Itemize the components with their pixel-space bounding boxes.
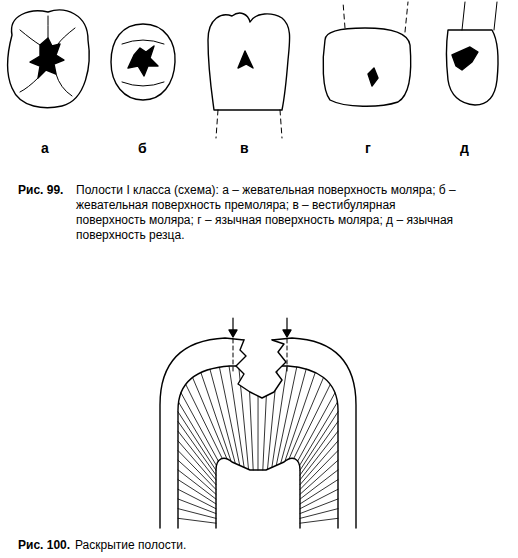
figure-letter: б bbox=[138, 140, 147, 156]
label-holder: д bbox=[460, 140, 469, 156]
label-holder: б bbox=[138, 140, 147, 156]
tubule-line bbox=[300, 460, 338, 494]
arrow-shaft bbox=[233, 318, 287, 334]
label-holder: в bbox=[240, 140, 249, 156]
tubule-line bbox=[294, 384, 331, 458]
tubule-line bbox=[300, 412, 338, 470]
tubule-line bbox=[300, 499, 338, 514]
tubule-line bbox=[179, 402, 217, 465]
tooth-section bbox=[160, 318, 356, 528]
tubule-line bbox=[178, 412, 216, 470]
tubule-line bbox=[178, 509, 216, 519]
label-holder: Полости I класса (схема): а – жевательна… bbox=[76, 183, 466, 243]
cavity bbox=[236, 340, 286, 398]
figure-number: Рис. 100. bbox=[18, 538, 70, 552]
molar-lingual bbox=[323, 2, 411, 106]
molar-vestibular bbox=[208, 13, 290, 138]
enamel-outline bbox=[160, 338, 356, 528]
label-holder: Рис. 99. bbox=[18, 183, 63, 197]
pulp-chamber bbox=[216, 458, 300, 528]
incisor-lingual bbox=[447, 2, 499, 105]
figure-letter: г bbox=[365, 140, 371, 156]
figure-caption: Раскрытие полости. bbox=[75, 538, 375, 553]
tubule-line bbox=[300, 431, 338, 480]
tubule-line bbox=[300, 509, 338, 519]
figure-letter: а bbox=[41, 140, 49, 156]
tubule-line bbox=[289, 378, 323, 459]
label-holder: г bbox=[365, 140, 371, 156]
tubule-line bbox=[300, 518, 338, 523]
label-holder: а bbox=[41, 140, 49, 156]
tubule-line bbox=[193, 378, 227, 459]
tubule-line bbox=[178, 421, 216, 475]
tubule-line bbox=[178, 470, 216, 499]
figure-letter: в bbox=[240, 140, 249, 156]
premolar-occlusal bbox=[111, 24, 175, 100]
tubule-line bbox=[178, 441, 216, 485]
figure-letter: д bbox=[460, 140, 469, 156]
label-holder: Раскрытие полости. bbox=[75, 538, 375, 553]
tubule-line bbox=[178, 518, 216, 523]
figure-caption: Полости I класса (схема): а – жевательна… bbox=[76, 183, 466, 243]
figure-number: Рис. 99. bbox=[18, 183, 63, 197]
tubule-line bbox=[300, 421, 338, 475]
tubule-line bbox=[181, 393, 218, 461]
tubule-line bbox=[300, 470, 338, 499]
label-holder: Рис. 100. bbox=[18, 538, 70, 552]
tubule-line bbox=[285, 372, 315, 461]
tubule-line bbox=[178, 460, 216, 494]
molar-occlusal bbox=[7, 10, 89, 108]
arrow-head bbox=[229, 330, 291, 337]
tubule-line bbox=[178, 451, 216, 490]
opening-line bbox=[233, 339, 287, 372]
tubule-line bbox=[300, 441, 338, 485]
tubule-line bbox=[201, 373, 231, 462]
